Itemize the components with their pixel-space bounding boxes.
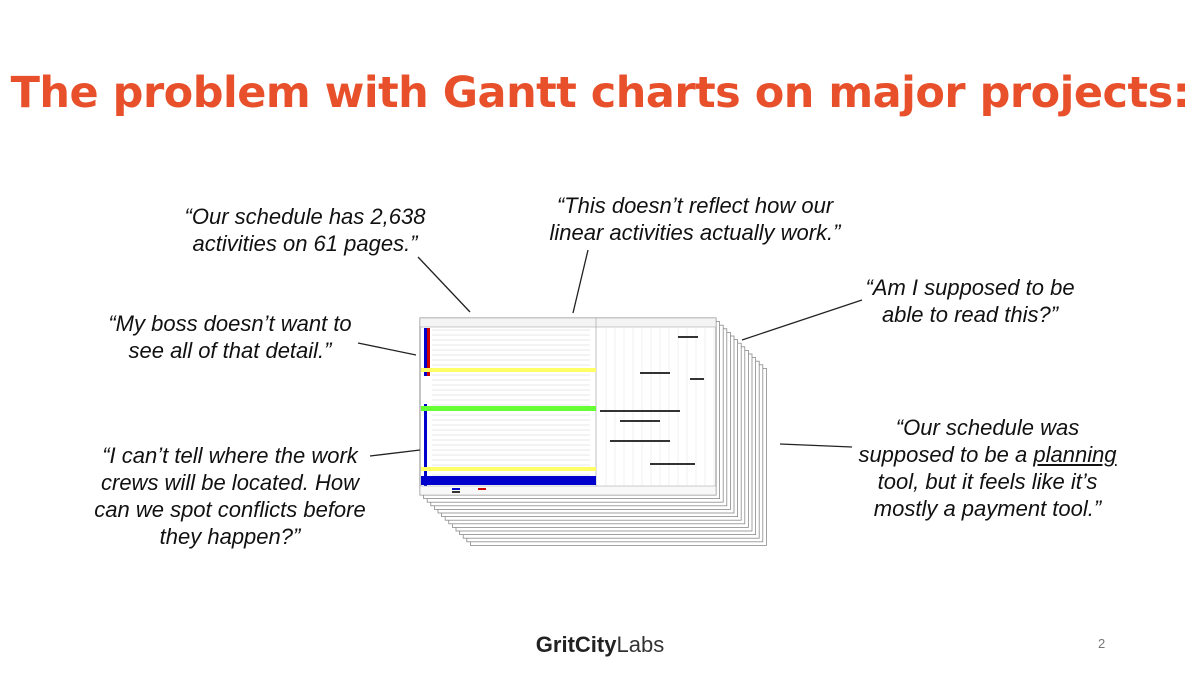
gantt-bar <box>610 440 670 442</box>
callout-line-linear <box>572 249 589 314</box>
gantt-bar <box>640 372 670 374</box>
page-number: 2 <box>1098 636 1106 651</box>
logo-light-text: Labs <box>616 632 665 657</box>
logo-bold-text: GritCity <box>535 632 617 657</box>
quote-crew-location: “I can’t tell where the work crews will … <box>94 443 366 549</box>
gantt-bar <box>690 378 704 380</box>
callout-line-planning <box>779 443 853 448</box>
slide-title: The problem with Gantt charts on major p… <box>10 68 1190 118</box>
callout-line-readability <box>741 299 863 341</box>
quote-schedule-size: “Our schedule has 2,638 activities on 61… <box>184 204 426 256</box>
quote-linear-activities: “This doesn’t reflect how our linear act… <box>549 193 841 245</box>
callout-line-crews <box>369 449 421 457</box>
quote-planning-underlined: planning <box>1033 442 1117 467</box>
quote-planning-before: “Our schedule was supposed to be a <box>858 415 1080 467</box>
gantt-rows <box>432 327 715 486</box>
quote-readability: “Am I supposed to be able to read this?” <box>865 275 1075 327</box>
company-logo: GritCityLabs <box>0 632 1200 658</box>
gantt-bar <box>650 463 695 465</box>
gantt-bar <box>600 410 680 412</box>
quote-boss-detail: “My boss doesn’t want to see all of that… <box>108 311 352 363</box>
gantt-bar <box>678 336 698 338</box>
quote-planning-after: tool, but it feels like it’s mostly a pa… <box>873 469 1102 521</box>
quote-planning-tool: “Our schedule was supposed to be a plann… <box>855 414 1120 522</box>
callout-line-boss <box>357 342 417 356</box>
gantt-front-page <box>419 317 717 496</box>
callout-line-schedule-size <box>417 256 471 313</box>
gantt-bar <box>620 420 660 422</box>
